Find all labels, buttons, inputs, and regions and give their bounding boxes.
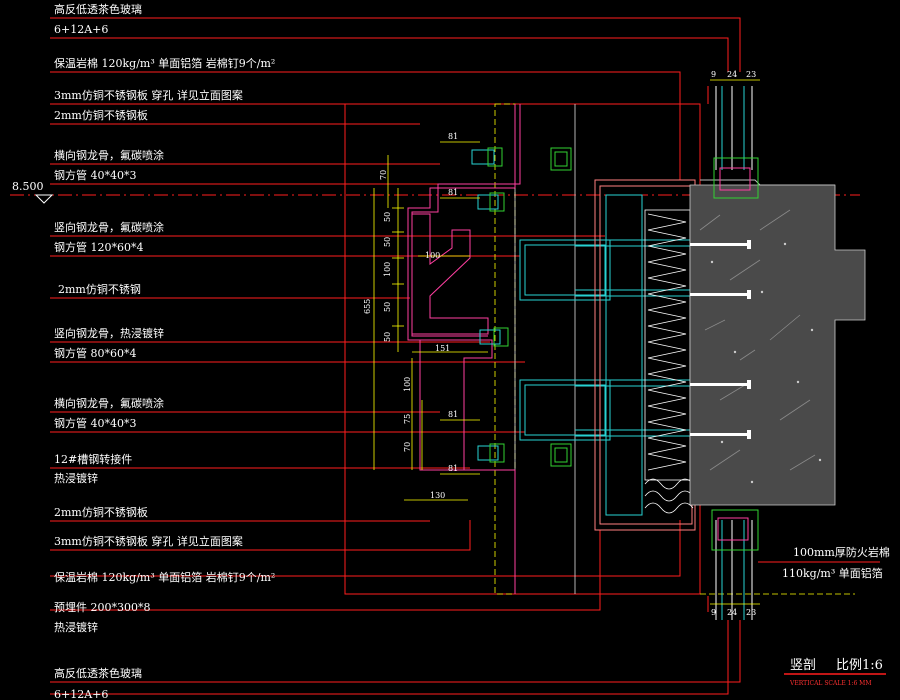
label-channel-connector: 12#槽钢转接件 xyxy=(54,452,132,466)
label-glass-spec-bottom: 6+12A+6 xyxy=(54,688,108,700)
top-dim-23: 23 xyxy=(746,70,756,79)
concrete-slab xyxy=(689,179,866,506)
dim-81a: 81 xyxy=(448,132,458,141)
dim-151: 151 xyxy=(435,344,450,353)
dim-50c: 50 xyxy=(383,302,392,312)
callout-labels: 高反低透茶色玻璃 6+12A+6 保温岩棉 120kg/m³ 单面铝箔 岩棉钉9… xyxy=(54,2,275,700)
label-transom-fluorocarbon-bottom: 横向钢龙骨，氟碳喷涂 xyxy=(54,396,164,410)
steel-panel-profile xyxy=(407,104,521,594)
steel-brackets xyxy=(519,194,690,516)
dim-50b: 50 xyxy=(383,237,392,247)
label-embed-plate: 预埋件 200*300*8 xyxy=(54,601,151,614)
drawing-scale: 比例1:6 xyxy=(836,658,883,673)
label-rockwool-bottom: 保温岩棉 120kg/m³ 单面铝箔 岩棉钉9个/m² xyxy=(54,570,275,584)
label-steel-2mm-top: 2mm仿铜不锈钢板 xyxy=(54,108,148,122)
dim-81d: 81 xyxy=(448,464,458,473)
label-tube-120: 钢方管 120*60*4 xyxy=(54,240,144,254)
dim-655: 655 xyxy=(363,299,372,314)
bottom-dim-23: 23 xyxy=(746,608,756,617)
drawing-subtitle: VERTICAL SCALE 1:6 MM xyxy=(789,680,871,687)
dim-100v: 100 xyxy=(383,262,392,277)
label-glass-spec-top: 6+12A+6 xyxy=(54,23,108,36)
bottom-dim-24: 24 xyxy=(727,608,737,617)
label-rockwool-top: 保温岩棉 120kg/m³ 单面铝箔 岩棉钉9个/m² xyxy=(54,56,275,70)
dimension-texts: 81 81 70 50 50 100 50 50 655 100 151 100… xyxy=(363,70,756,617)
dim-130: 130 xyxy=(430,491,445,500)
dim-81b: 81 xyxy=(448,188,458,197)
drawing-title: 竖剖 xyxy=(790,658,816,673)
label-galvanized-1: 热浸镀锌 xyxy=(54,471,98,485)
fire-rockwool-note: 100mm厚防火岩棉 110kg/m³ 单面铝箔 xyxy=(758,545,890,580)
label-tube-40-top: 钢方管 40*40*3 xyxy=(54,168,137,182)
label-steel-2mm-mid: 2mm仿铜不锈钢 xyxy=(58,282,141,296)
rock-wool xyxy=(644,209,694,514)
dim-70: 70 xyxy=(379,170,388,180)
bottom-dim-9: 9 xyxy=(711,608,716,617)
label-steel-2mm-bottom: 2mm仿铜不锈钢板 xyxy=(54,505,148,519)
glass-mullion xyxy=(707,86,759,620)
leader-lines xyxy=(50,17,741,695)
label-transom-fluorocarbon-top: 横向钢龙骨，氟碳喷涂 xyxy=(54,148,164,162)
top-dim-9: 9 xyxy=(711,70,716,79)
label-perforated-3mm-top: 3mm仿铜不锈钢板 穿孔 详见立面图案 xyxy=(54,88,243,102)
label-tube-80: 钢方管 80*60*4 xyxy=(54,346,137,360)
dim-100b: 100 xyxy=(403,377,412,392)
label-perforated-3mm-bottom: 3mm仿铜不锈钢板 穿孔 详见立面图案 xyxy=(54,534,243,548)
note-rockwool-thickness: 100mm厚防火岩棉 xyxy=(793,545,890,559)
dim-75: 75 xyxy=(403,414,412,424)
label-glass-bottom: 高反低透茶色玻璃 xyxy=(54,666,142,680)
top-dim-24: 24 xyxy=(727,70,737,79)
panel-clips xyxy=(471,147,572,467)
label-mullion-fluorocarbon: 竖向钢龙骨，氟碳喷涂 xyxy=(54,220,164,234)
dim-81c: 81 xyxy=(448,410,458,419)
level-value: 8.500 xyxy=(12,180,44,193)
dim-100h: 100 xyxy=(425,251,440,260)
dim-50a: 50 xyxy=(383,212,392,222)
label-galvanized-2: 热浸镀锌 xyxy=(54,620,98,634)
dimension-lines xyxy=(373,79,760,605)
note-rockwool-density: 110kg/m³ 单面铝箔 xyxy=(782,566,883,580)
label-mullion-galvanized: 竖向钢龙骨，热浸镀锌 xyxy=(54,326,164,340)
title-block: 竖剖 比例1:6 VERTICAL SCALE 1:6 MM xyxy=(784,658,886,687)
label-glass-top: 高反低透茶色玻璃 xyxy=(54,2,142,16)
label-tube-40-bottom: 钢方管 40*40*3 xyxy=(54,416,137,430)
dim-50d: 50 xyxy=(383,332,392,342)
dim-70b: 70 xyxy=(403,442,412,452)
